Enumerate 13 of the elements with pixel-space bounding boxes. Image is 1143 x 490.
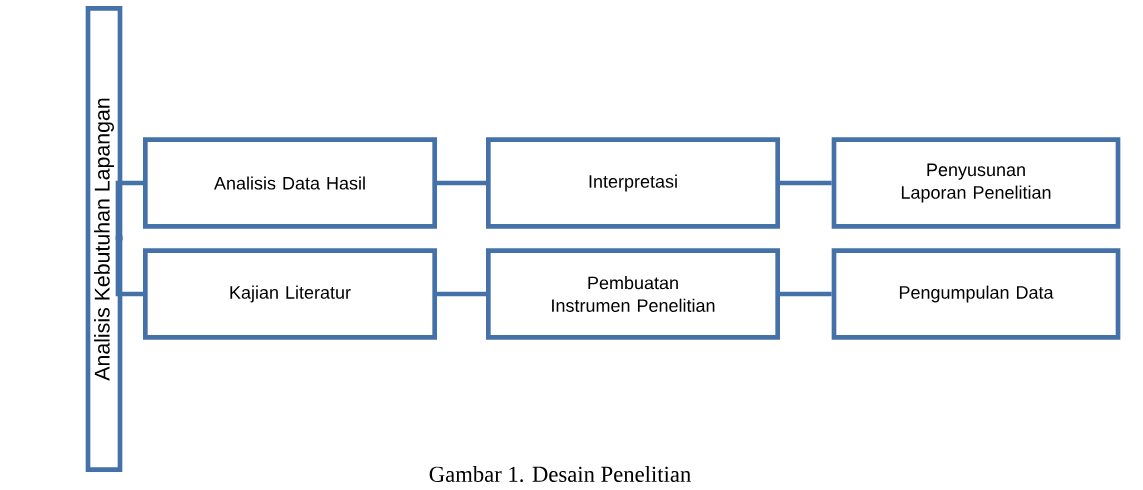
process-box: Kajian Literatur — [143, 248, 437, 340]
connector-line — [780, 291, 832, 297]
process-box: Pembuatan Instrumen Penelitian — [486, 248, 780, 340]
connector-line — [437, 180, 486, 186]
connector-line — [780, 180, 832, 186]
connector-line — [437, 291, 486, 297]
process-box: Penyusunan Laporan Penelitian — [831, 137, 1121, 229]
connector-line — [115, 235, 143, 297]
process-box: Analisis Data Hasil — [143, 137, 437, 229]
caption: Gambar 1. Desain Penelitian — [429, 466, 691, 482]
process-box: Interpretasi — [486, 137, 780, 229]
process-box: Pengumpulan Data — [831, 248, 1121, 340]
vertical-box: Analisis Kebutuhan Lapangan — [85, 6, 123, 472]
